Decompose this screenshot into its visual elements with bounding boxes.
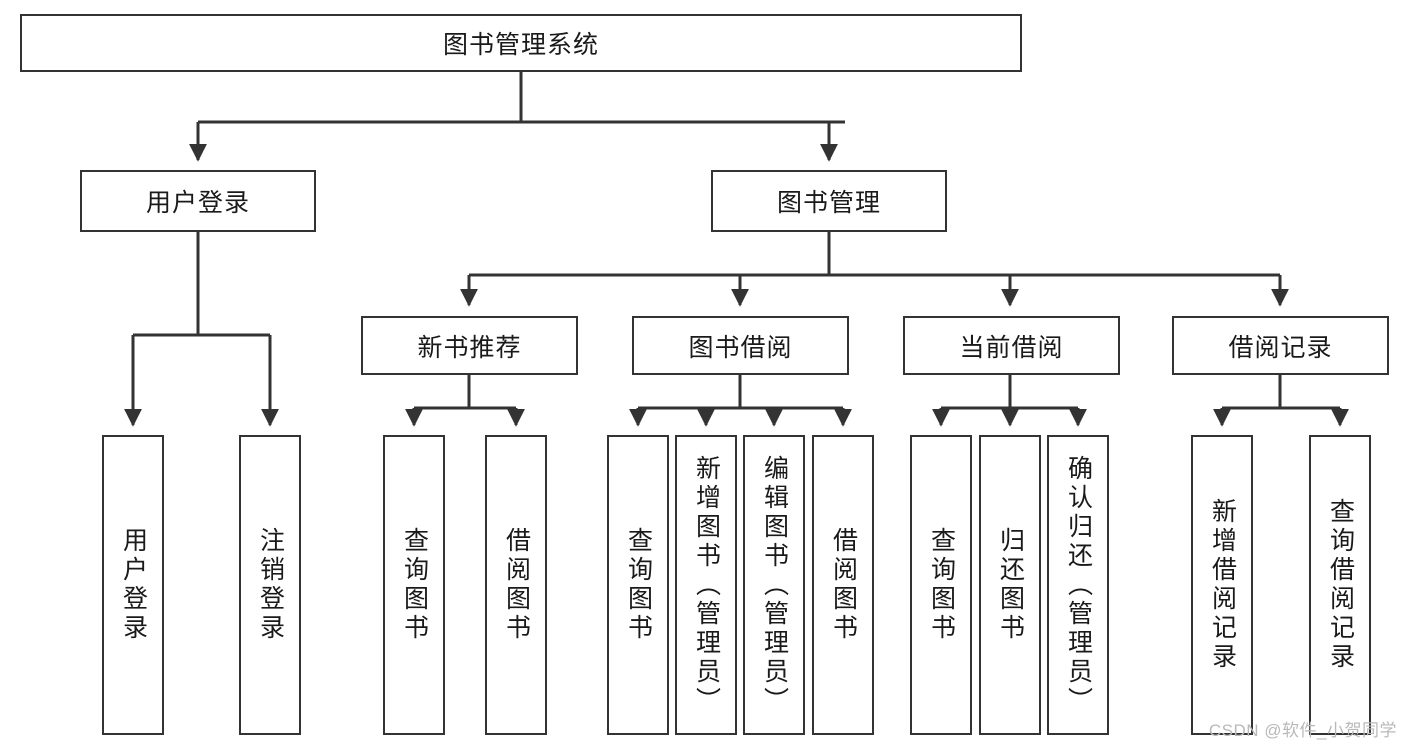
node-book-management-system[interactable]: 图书管理系统: [20, 14, 1022, 72]
node-label: 新增借阅记录: [1208, 498, 1237, 672]
node-leaf-user-login[interactable]: 用户登录: [102, 435, 164, 735]
node-label: 借阅图书: [502, 527, 531, 643]
node-label: 借阅记录: [1228, 333, 1333, 362]
node-leaf-edit-book[interactable]: 编辑图书（管理员）: [743, 435, 805, 735]
node-label: 新书推荐: [417, 333, 522, 362]
node-label: 当前借阅: [959, 333, 1064, 362]
node-current-borrow[interactable]: 当前借阅: [903, 316, 1120, 375]
node-label: 查询图书: [927, 527, 956, 643]
node-book-manage[interactable]: 图书管理: [711, 170, 947, 232]
node-leaf-query-book-3[interactable]: 查询图书: [910, 435, 972, 735]
node-leaf-query-book-2[interactable]: 查询图书: [607, 435, 669, 735]
node-label: 用户登录: [119, 527, 148, 643]
node-label: 用户登录: [145, 189, 250, 217]
node-label: 图书管理: [776, 189, 881, 217]
node-leaf-borrow-book-2[interactable]: 借阅图书: [812, 435, 874, 735]
node-label: 借阅图书: [829, 527, 858, 643]
node-label: 新增图书（管理员）: [692, 454, 721, 716]
node-label: 编辑图书（管理员）: [760, 454, 789, 716]
node-leaf-return-book[interactable]: 归还图书: [979, 435, 1041, 735]
node-leaf-user-logout[interactable]: 注销登录: [239, 435, 301, 735]
node-book-borrow[interactable]: 图书借阅: [632, 316, 849, 375]
node-label: 注销登录: [256, 527, 285, 643]
node-label: 确认归还（管理员）: [1064, 454, 1093, 716]
node-user-login[interactable]: 用户登录: [80, 170, 316, 232]
node-label: 查询图书: [400, 527, 429, 643]
node-leaf-borrow-book-1[interactable]: 借阅图书: [485, 435, 547, 735]
node-leaf-add-record[interactable]: 新增借阅记录: [1191, 435, 1253, 735]
node-label: 查询图书: [624, 527, 653, 643]
node-label: 归还图书: [996, 527, 1025, 643]
node-label: 图书借阅: [688, 333, 793, 362]
node-leaf-query-record[interactable]: 查询借阅记录: [1309, 435, 1371, 735]
node-label: 查询借阅记录: [1326, 498, 1355, 672]
node-leaf-add-book[interactable]: 新增图书（管理员）: [675, 435, 737, 735]
node-leaf-query-book-1[interactable]: 查询图书: [383, 435, 445, 735]
node-new-book-recommend[interactable]: 新书推荐: [361, 316, 578, 375]
node-borrow-record[interactable]: 借阅记录: [1172, 316, 1389, 375]
node-label: 图书管理系统: [442, 31, 599, 59]
node-leaf-confirm-return[interactable]: 确认归还（管理员）: [1047, 435, 1109, 735]
